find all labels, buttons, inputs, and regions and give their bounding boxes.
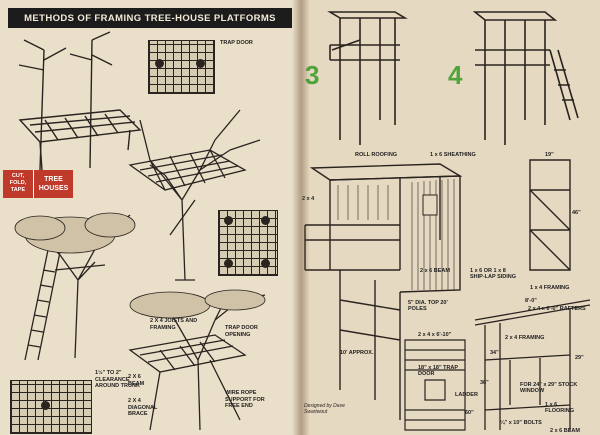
sheathing-label: 1 x 6 SHEATHING (430, 152, 476, 158)
two-by-four-label: 2 x 4 (302, 196, 315, 202)
tree-houses-tab: TREE HOUSES (33, 170, 73, 198)
beam-label: 2 x 6 BEAM (128, 374, 145, 387)
corner-hole-1 (224, 216, 233, 225)
left-page: METHODS OF FRAMING TREE-HOUSE PLATFORMS (3, 8, 292, 434)
page-gutter (292, 0, 310, 435)
corner-hole-4 (261, 259, 270, 268)
framing-label: 1 x 4 FRAMING (530, 285, 570, 291)
wire-rope-label: WIRE ROPE SUPPORT FOR FREE END (225, 390, 265, 409)
figure-3-number: 3 (305, 60, 320, 90)
approx-label: 10' APPROX. (340, 350, 374, 356)
trap-door-right-label: 18" x 18" TRAP DOOR (418, 365, 458, 377)
joists-label: 2 x 4 JOISTS AND FRAMING (150, 318, 198, 331)
page-title-banner: METHODS OF FRAMING TREE-HOUSE PLATFORMS (8, 8, 292, 28)
flooring-label: 1 x 6 FLOORING (545, 402, 575, 414)
poles-label: 5" DIA. TOP 20' POLES (408, 300, 448, 312)
trap-door-opening-label: TRAP DOOR OPENING (225, 325, 258, 338)
dim-34: 34" (490, 350, 499, 356)
dim-36: 36" (480, 380, 489, 386)
beam2-label: 2 x 6 BEAM (550, 428, 580, 434)
dim-29: 29" (575, 355, 584, 361)
beam-label-right: 2 x 6 BEAM (420, 268, 450, 274)
trap-door-grid-top (148, 40, 215, 94)
trunk-hole-left (155, 59, 164, 68)
corner-hole-3 (224, 259, 233, 268)
trap-door-label: TRAP DOOR (220, 40, 253, 46)
right-page: 3 4 ROLL ROOFING 1 x 6 SHEATHING 2 x 4 2… (300, 0, 600, 435)
trunk-hole-right (196, 59, 205, 68)
platform-grid-square (218, 210, 278, 276)
brace-label: 2 x 4 DIAGONAL BRACE (128, 398, 158, 417)
window-label: FOR 24" x 29" STOCK WINDOW (520, 382, 578, 394)
trunk-hole-bottom (41, 401, 50, 410)
bolts-label: ¼" x 10" BOLTS (500, 420, 542, 426)
two-by-four-six-label: 2 x 4 x 6'-10" (418, 332, 452, 338)
figure-4-number: 4 (448, 60, 463, 90)
cut-fold-tape-label: CUT, FOLD, TAPE (3, 170, 33, 198)
corner-hole-2 (261, 216, 270, 225)
siding-label: 1 x 6 OR 1 x 8 SHIP-LAP SIDING (470, 268, 517, 280)
right-illustrations (304, 11, 591, 431)
ladder-label: LADDER (455, 392, 478, 398)
dim-46: 46" (572, 210, 581, 216)
rafters-label: 2 x 4 x 6'-0" RAFTERS (528, 306, 586, 312)
left-illustrations (14, 31, 266, 431)
page-title: METHODS OF FRAMING TREE-HOUSE PLATFORMS (24, 12, 276, 24)
roll-roofing-label: ROLL ROOFING (355, 152, 398, 158)
platform-grid-bottom (10, 380, 92, 434)
clearance-label: 1½" TO 2" CLEARANCE AROUND TRUNK (95, 370, 140, 389)
framing2-label: 2 x 4 FRAMING (505, 335, 545, 341)
designer-credit: Designed by Dave Swartwout (304, 403, 345, 415)
dim-19: 19" (545, 152, 554, 158)
dim-8: 8'-0" (525, 298, 537, 304)
dim-60: 60" (465, 410, 474, 416)
